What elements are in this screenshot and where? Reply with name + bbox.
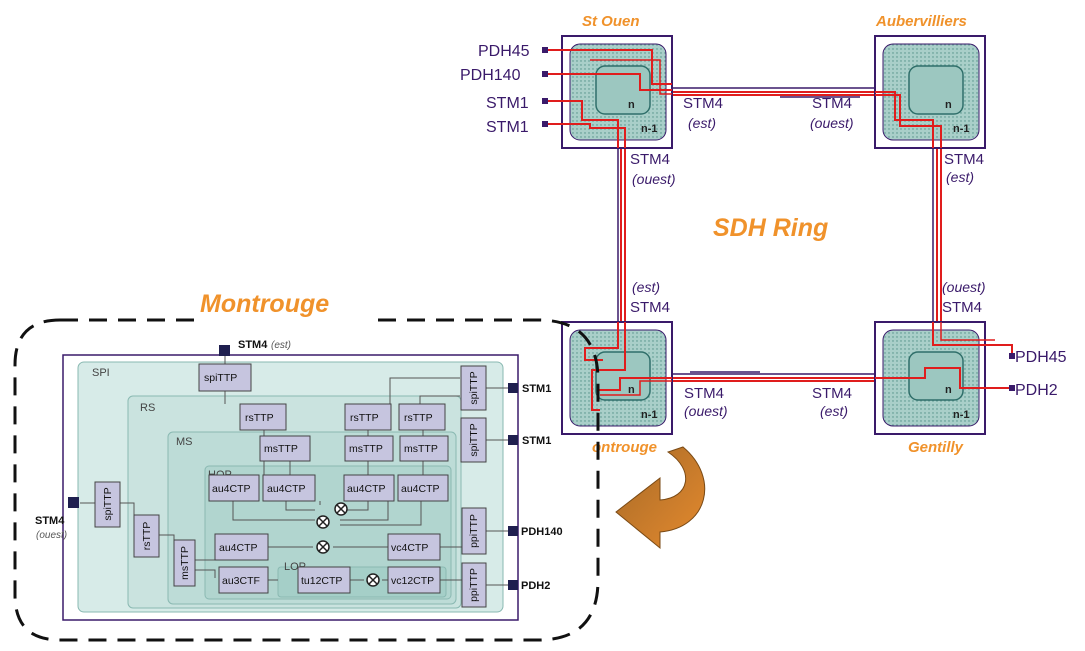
detail-top-port: STM4	[238, 339, 268, 351]
node-montrouge: n n-1	[561, 321, 673, 435]
montrouge-east-stm4: STM4	[684, 385, 724, 402]
st-ouen-south-dir: (ouest)	[632, 171, 676, 187]
block-group: spiTTP rsTTP rsTTP rsTTP msTTP msTTP msT…	[94, 363, 487, 608]
gentilly-north-dir: (ouest)	[942, 279, 986, 295]
block-rsttp-left: rsTTP	[141, 522, 153, 551]
city-label-montrouge-partial: ontrouge	[592, 439, 657, 456]
city-label-st-ouen: St Ouen	[582, 13, 640, 30]
aubervilliers-west-stm4: STM4	[812, 95, 852, 112]
aubervilliers-outer-label: n-1	[953, 123, 970, 135]
block-vc4ctp: vc4CTP	[391, 542, 428, 554]
layer-ms: MS	[176, 436, 193, 448]
block-ppittp-1: ppiTTP	[468, 514, 480, 548]
cross-connect-icons	[316, 502, 380, 587]
city-label-aubervilliers: Aubervilliers	[875, 13, 967, 30]
gentilly-west-stm4: STM4	[812, 385, 852, 402]
block-au4ctp-4: au4CTP	[401, 483, 440, 495]
aubervilliers-south-stm4: STM4	[944, 151, 984, 168]
detail-right-port-pdh2: PDH2	[521, 580, 550, 592]
gentilly-port-pdh45: PDH45	[1015, 349, 1067, 366]
montrouge-north-dir: (est)	[632, 279, 660, 295]
st-ouen-east-stm4: STM4	[683, 95, 723, 112]
node-st-ouen: n n-1	[548, 35, 673, 149]
block-au4ctp-2: au4CTP	[267, 483, 306, 495]
aubervilliers-west-dir: (ouest)	[810, 115, 854, 131]
montrouge-north-stm4: STM4	[630, 299, 670, 316]
block-au3ctf: au3CTF	[222, 575, 260, 587]
detail-right-port-pdh140: PDH140	[521, 526, 563, 538]
block-spittp-right-1: spiTTP	[468, 371, 480, 404]
block-rsttp-3: rsTTP	[404, 412, 433, 424]
node-gentilly: n n-1	[874, 321, 1015, 435]
montrouge-detail: Montrouge SPI RS MS HOP LOP	[13, 290, 600, 642]
gentilly-port-pdh2: PDH2	[1015, 382, 1058, 399]
block-tu12ctp: tu12CTP	[301, 575, 342, 587]
st-ouen-inner-label: n	[628, 99, 635, 111]
curved-arrow-icon	[615, 446, 706, 550]
aubervilliers-south-dir: (est)	[946, 169, 974, 185]
node-aubervilliers: n n-1	[874, 35, 986, 149]
detail-top-port-dir: (est)	[271, 340, 291, 351]
detail-right-port-stm1-b: STM1	[522, 435, 551, 447]
gentilly-north-stm4: STM4	[942, 299, 982, 316]
detail-title: Montrouge	[200, 290, 329, 318]
ring-title: SDH Ring	[713, 214, 828, 242]
detail-left-port: STM4	[35, 515, 65, 527]
block-rsttp-1: rsTTP	[245, 412, 274, 424]
block-msttp-3: msTTP	[404, 443, 438, 455]
ring-links	[617, 87, 942, 382]
montrouge-inner-label: n	[628, 384, 635, 396]
block-vc12ctp: vc12CTP	[391, 575, 434, 587]
block-spittp-left: spiTTP	[102, 487, 114, 520]
aubervilliers-inner-label: n	[945, 99, 952, 111]
montrouge-outer-label: n-1	[641, 409, 658, 421]
detail-left-port-dir: (ouest)	[36, 530, 67, 541]
gentilly-west-dir: (est)	[820, 403, 848, 419]
block-rsttp-2: rsTTP	[350, 412, 379, 424]
gentilly-inner-label: n	[945, 384, 952, 396]
block-au4ctp-5: au4CTP	[219, 542, 258, 554]
block-au4ctp-1: au4CTP	[212, 483, 251, 495]
gentilly-outer-label: n-1	[953, 409, 970, 421]
block-au4ctp-3: au4CTP	[347, 483, 386, 495]
block-msttp-2: msTTP	[349, 443, 383, 455]
st-ouen-south-stm4: STM4	[630, 151, 670, 168]
detail-right-port-stm1-a: STM1	[522, 383, 551, 395]
ring-labels: St Ouen Aubervilliers Gentilly ontrouge …	[460, 13, 1067, 456]
st-ouen-port-stm1-b: STM1	[486, 119, 529, 136]
layer-spi: SPI	[92, 367, 110, 379]
layer-rs: RS	[140, 402, 155, 414]
st-ouen-port-pdh45: PDH45	[478, 43, 530, 60]
block-ppittp-2: ppiTTP	[468, 568, 480, 602]
city-label-gentilly: Gentilly	[908, 439, 964, 456]
block-msttp-left: msTTP	[179, 546, 191, 580]
montrouge-east-dir: (ouest)	[684, 403, 728, 419]
st-ouen-port-pdh140: PDH140	[460, 67, 521, 84]
st-ouen-outer-label: n-1	[641, 123, 658, 135]
block-spittp-top: spiTTP	[204, 372, 237, 384]
block-spittp-right-2: spiTTP	[468, 423, 480, 456]
block-msttp-1: msTTP	[264, 443, 298, 455]
st-ouen-east-dir: (est)	[688, 115, 716, 131]
st-ouen-port-stm1-a: STM1	[486, 95, 529, 112]
